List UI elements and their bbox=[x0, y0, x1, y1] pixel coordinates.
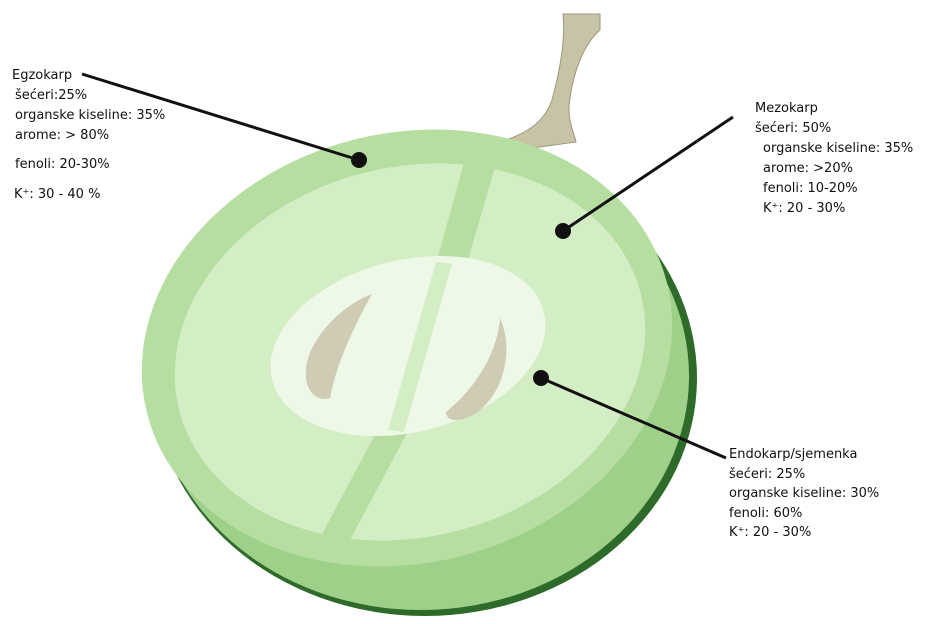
endokarp-organic-acids: organske kiseline: 30% bbox=[729, 484, 879, 504]
mezokarp-title: Mezokarp bbox=[755, 99, 913, 119]
egzokarp-pointer-dot bbox=[351, 152, 367, 168]
mezokarp-phenols: fenoli: 10-20% bbox=[763, 179, 913, 199]
mezokarp-organic-acids: organske kiseline: 35% bbox=[763, 139, 913, 159]
egzokarp-title: Egzokarp bbox=[12, 66, 165, 86]
mezokarp-aromas: arome: >20% bbox=[763, 159, 913, 179]
endokarp-sugars: šećeri: 25% bbox=[729, 465, 879, 485]
endokarp-phenols: fenoli: 60% bbox=[729, 504, 879, 524]
endokarp-pointer-dot bbox=[533, 370, 549, 386]
mezokarp-sugars: šećeri: 50% bbox=[755, 119, 913, 139]
endokarp-title: Endokarp/sjemenka bbox=[729, 445, 879, 465]
egzokarp-sugars: šećeri:25% bbox=[15, 86, 165, 106]
egzokarp-organic-acids: organske kiseline: 35% bbox=[15, 106, 165, 126]
egzokarp-potassium: K⁺: 30 - 40 % bbox=[14, 185, 165, 205]
egzokarp-label: Egzokarp šećeri:25% organske kiseline: 3… bbox=[12, 66, 165, 205]
mezokarp-potassium: K⁺: 20 - 30% bbox=[763, 199, 913, 219]
egzokarp-aromas: arome: > 80% bbox=[15, 126, 165, 146]
mezokarp-pointer-dot bbox=[555, 223, 571, 239]
mezokarp-leader-line bbox=[563, 117, 733, 231]
endokarp-label: Endokarp/sjemenka šećeri: 25% organske k… bbox=[729, 445, 879, 543]
endokarp-potassium: K⁺: 20 - 30% bbox=[729, 523, 879, 543]
grape-stem bbox=[506, 14, 600, 150]
mezokarp-label: Mezokarp šećeri: 50% organske kiseline: … bbox=[755, 99, 913, 219]
egzokarp-phenols: fenoli: 20-30% bbox=[15, 155, 165, 175]
